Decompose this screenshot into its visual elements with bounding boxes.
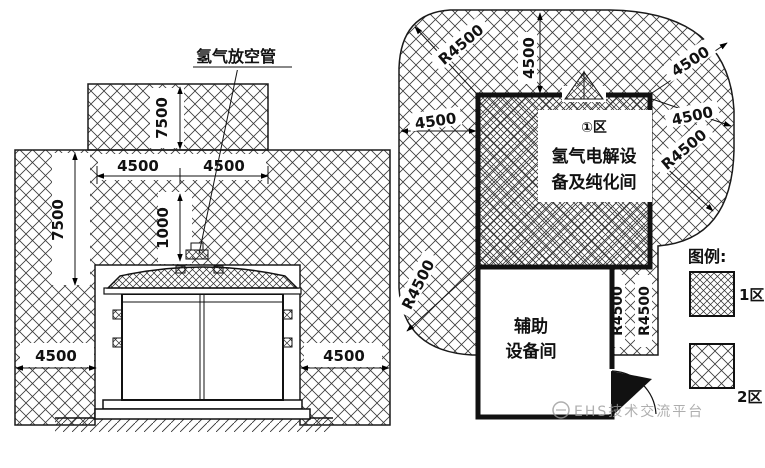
dim-4500-mid-b: 4500: [203, 157, 245, 175]
dim-top-4500: 4500: [518, 32, 538, 84]
dim-4500-bottom-left: 4500: [35, 347, 77, 365]
dim-7500-left: 7500: [49, 199, 67, 241]
dim-1000: 1000: [154, 207, 172, 249]
aux-room-label-1: 辅助: [514, 316, 548, 337]
aux-room: [475, 264, 615, 420]
wall-bracket: [282, 337, 293, 348]
legend: 图例: 1区 2区: [688, 247, 764, 406]
legend-zone2-swatch: [689, 343, 735, 389]
svg-text:4500: 4500: [520, 37, 538, 79]
roof-fitting: [175, 265, 186, 274]
radius-label-strip-outer: R4500: [635, 275, 653, 347]
watermark: EHS技术交流平台: [552, 401, 704, 420]
zone1-tag: ①区: [581, 120, 607, 136]
watermark-logo-icon: [552, 401, 570, 419]
dim-4500-mid-a: 4500: [117, 157, 159, 175]
radius-line: [406, 267, 477, 332]
tank-roof: [106, 266, 299, 289]
svg-text:R4500: R4500: [637, 286, 653, 336]
roof-fitting: [213, 265, 224, 274]
legend-title: 图例:: [688, 247, 726, 266]
aux-room-label-2: 设备间: [506, 341, 557, 362]
legend-zone1-swatch: [689, 271, 735, 317]
vent-pipe-stub: [190, 242, 204, 251]
dim-left-4500: 4500: [408, 106, 463, 133]
dim-backing: [52, 153, 90, 285]
ground-hatch: [55, 418, 333, 432]
legend-zone2-label: 2区: [737, 388, 762, 406]
dim-backing: [20, 343, 94, 367]
foundation-upper: [102, 399, 303, 410]
zone1-label-panel: [538, 110, 652, 202]
electrolysis-room-label-1: 氢气电解设: [552, 146, 637, 167]
elevation-hatched-mass: [14, 149, 391, 426]
dim-4500-bottom-right: 4500: [323, 347, 365, 365]
wall-bracket: [112, 337, 123, 348]
vent-pipe-callout: 氢气放空管: [196, 47, 276, 66]
door-leaf-icon: [611, 371, 652, 417]
dim-7500-top: 7500: [153, 97, 171, 139]
vent-cap-base: [185, 249, 209, 260]
plan-view: 4500 4500 4500 4500 R4500 R4500 R4500: [393, 9, 735, 420]
tank-walls: [121, 293, 284, 401]
callout-leader-line: [198, 66, 239, 255]
wall-bracket: [282, 309, 293, 320]
elevation-view: 7500 7500 4500 4500 1000 4500 4500: [14, 44, 391, 432]
door-leaf-icon: [583, 70, 604, 100]
wall-bracket: [112, 309, 123, 320]
callout-backing: [192, 44, 294, 70]
eaves-band: [103, 287, 302, 295]
dim-backing: [304, 343, 382, 367]
svg-text:4500: 4500: [414, 109, 458, 133]
electrolysis-room-label-2: 备及纯化间: [551, 172, 637, 193]
watermark-text: EHS技术交流平台: [574, 403, 704, 420]
legend-zone1-label: 1区: [739, 286, 764, 304]
foundation-lower: [94, 408, 311, 420]
